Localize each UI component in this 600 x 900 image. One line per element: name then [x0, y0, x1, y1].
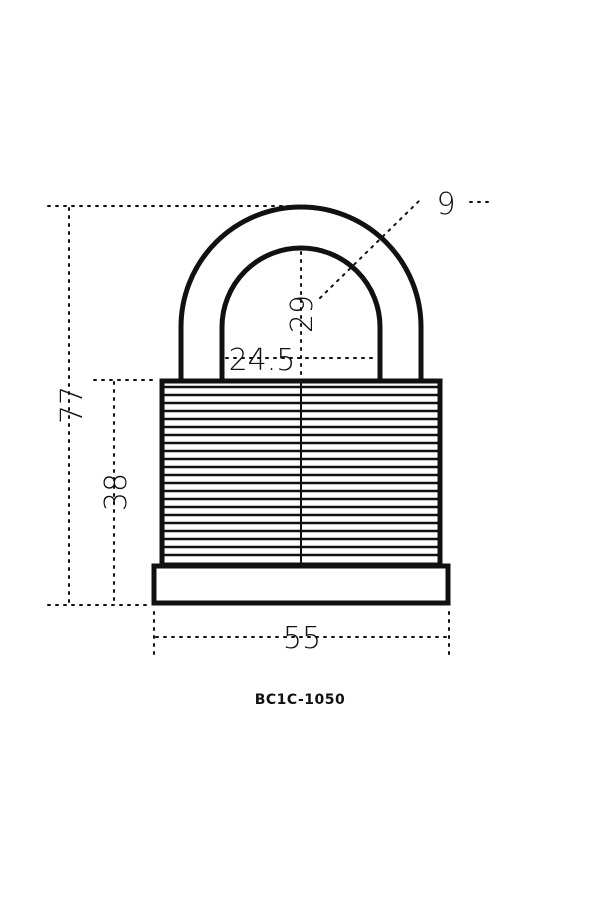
shackle-inner	[219, 245, 383, 380]
shackle-outer	[178, 204, 424, 380]
label-overall-height: 77	[55, 386, 90, 424]
label-body-height: 38	[99, 473, 134, 511]
label-shackle-clearance: 29	[285, 295, 320, 333]
label-shackle-diameter: 9	[436, 187, 455, 222]
label-base-width: 55	[283, 621, 321, 656]
lock-base	[151, 563, 451, 606]
model-number: BC1C-1050	[254, 692, 346, 708]
label-shackle-inner-width: 24.5	[229, 343, 296, 378]
dim-line-9	[319, 199, 421, 299]
